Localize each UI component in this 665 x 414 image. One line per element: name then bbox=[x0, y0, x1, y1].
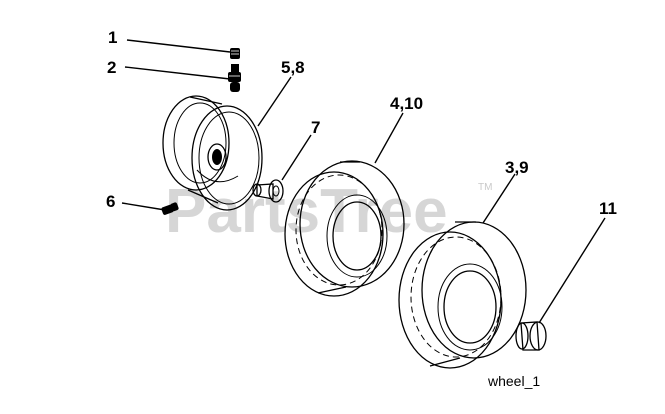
watermark-text: PartsTree bbox=[165, 177, 448, 246]
leader-line-5-8 bbox=[257, 76, 292, 127]
part-rim[interactable] bbox=[162, 95, 263, 211]
callout-6[interactable]: 6 bbox=[106, 192, 115, 211]
watermark-trademark: TM bbox=[478, 182, 492, 193]
part-valve-cap[interactable] bbox=[230, 48, 240, 59]
part-hub-cap[interactable] bbox=[515, 321, 547, 351]
callout-3-9[interactable]: 3,9 bbox=[505, 158, 529, 177]
diagram-caption: wheel_1 bbox=[487, 373, 540, 389]
callout-5-8[interactable]: 5,8 bbox=[281, 58, 305, 77]
part-tire-front[interactable] bbox=[284, 160, 405, 297]
callout-4-10[interactable]: 4,10 bbox=[390, 94, 423, 113]
callout-1[interactable]: 1 bbox=[108, 28, 117, 47]
callout-7[interactable]: 7 bbox=[311, 118, 320, 137]
part-valve-stem[interactable] bbox=[228, 64, 241, 92]
leader-line-7 bbox=[281, 134, 312, 181]
callout-11[interactable]: 11 bbox=[599, 199, 617, 218]
leader-line-3-9 bbox=[482, 173, 516, 224]
leader-line-2 bbox=[124, 66, 231, 80]
part-bushing[interactable] bbox=[252, 179, 284, 203]
leader-line-11 bbox=[538, 217, 606, 324]
leader-line-6 bbox=[121, 202, 166, 211]
part-grease-fitting[interactable] bbox=[161, 202, 179, 216]
part-tire-rear[interactable] bbox=[398, 221, 527, 369]
callout-2[interactable]: 2 bbox=[107, 58, 116, 77]
leader-line-1 bbox=[126, 39, 231, 53]
leader-line-4-10 bbox=[374, 112, 404, 164]
